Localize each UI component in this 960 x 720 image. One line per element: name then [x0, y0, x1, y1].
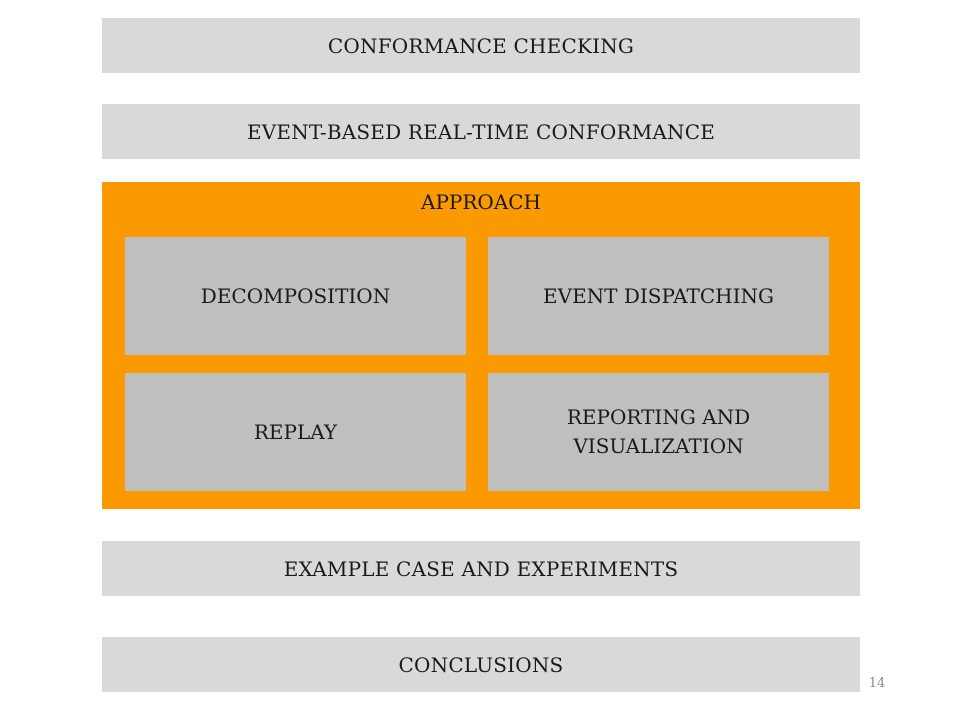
component-label: EVENT DISPATCHING: [543, 283, 774, 308]
component-event-dispatching: EVENT DISPATCHING: [488, 237, 829, 355]
component-label: REPLAY: [253, 419, 338, 444]
approach-section: APPROACH DECOMPOSITION EVENT DISPATCHING…: [102, 182, 860, 509]
section-label: CONFORMANCE CHECKING: [327, 33, 635, 58]
component-reporting-and-visualization: REPORTING AND VISUALIZATION: [488, 373, 829, 491]
component-label: DECOMPOSITION: [200, 283, 391, 308]
section-conformance-checking: CONFORMANCE CHECKING: [102, 18, 860, 73]
section-label: EVENT-BASED REAL-TIME CONFORMANCE: [246, 119, 716, 144]
component-label: REPORTING AND VISUALIZATION: [566, 405, 751, 458]
section-label: CONCLUSIONS: [398, 652, 564, 677]
component-decomposition: DECOMPOSITION: [125, 237, 466, 355]
section-event-based-real-time-conformance: EVENT-BASED REAL-TIME CONFORMANCE: [102, 104, 860, 159]
section-example-case-and-experiments: EXAMPLE CASE AND EXPERIMENTS: [102, 541, 860, 596]
component-replay: REPLAY: [125, 373, 466, 491]
section-conclusions: CONCLUSIONS: [102, 637, 860, 692]
page-number: 14: [868, 676, 886, 691]
approach-title: APPROACH: [421, 190, 541, 214]
section-label: EXAMPLE CASE AND EXPERIMENTS: [283, 556, 679, 581]
